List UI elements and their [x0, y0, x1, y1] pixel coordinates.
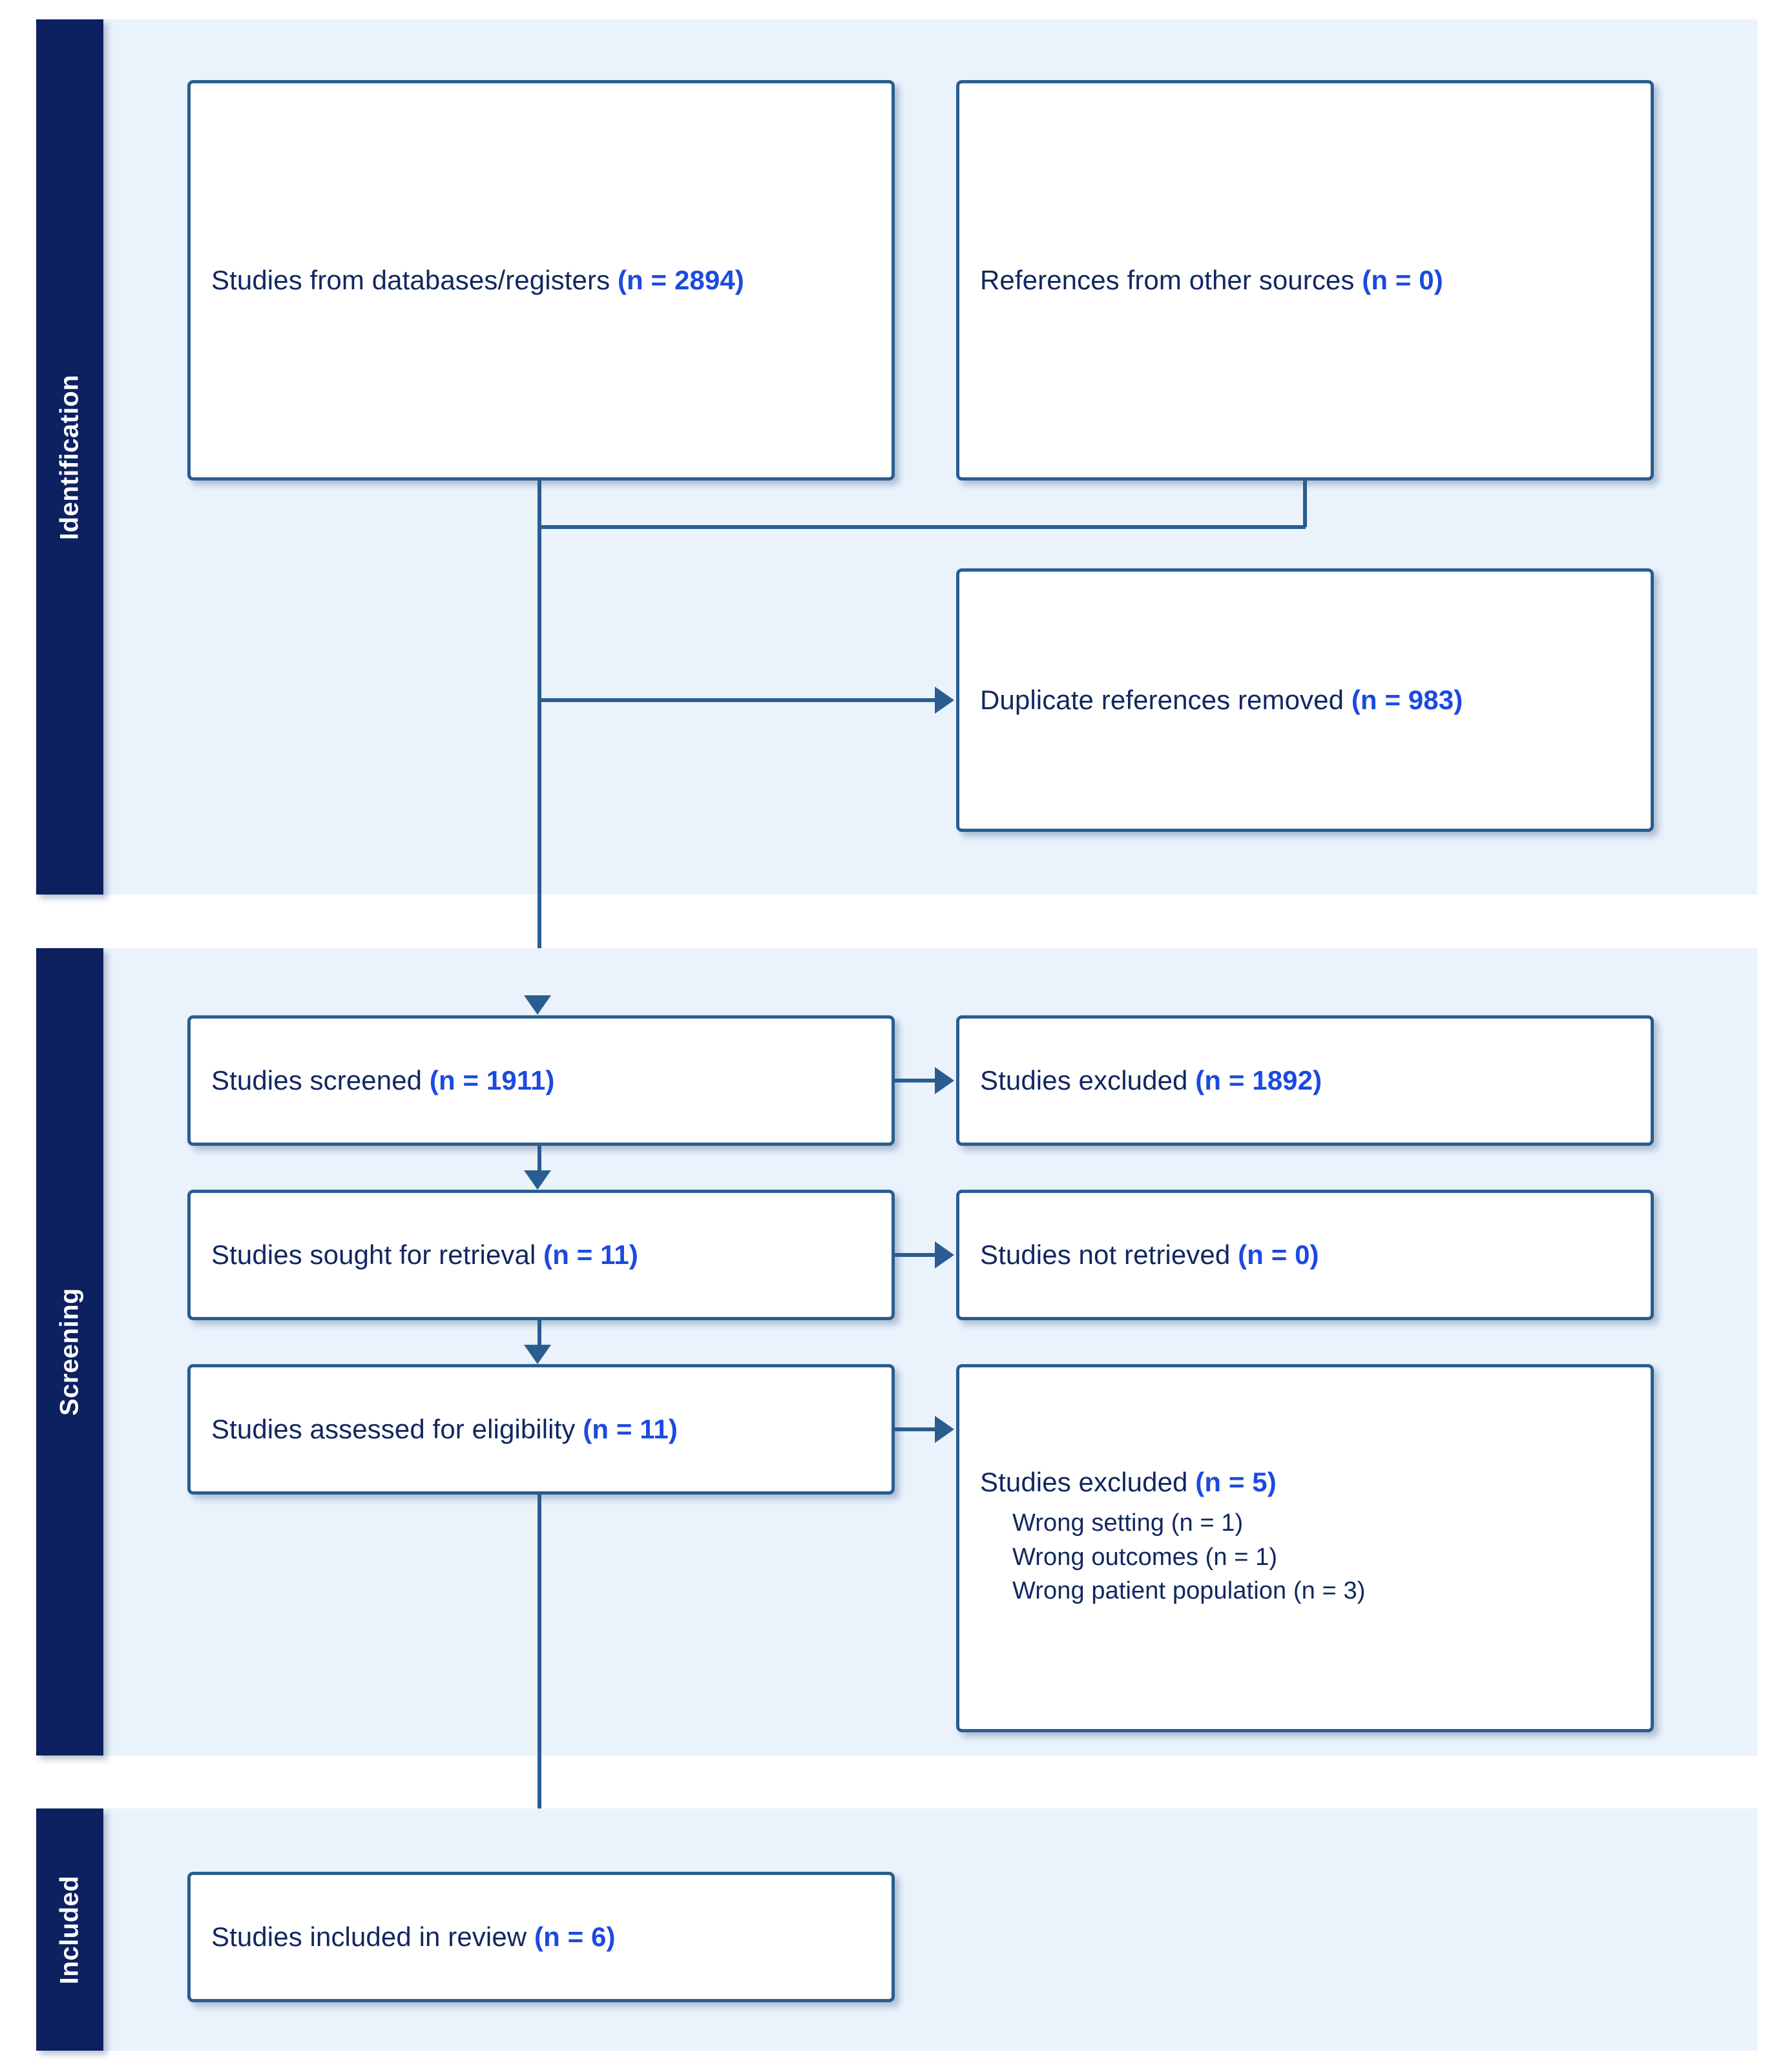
- node-databases-label: Studies from databases/registers: [211, 265, 618, 296]
- node-databases-count: (n = 2894): [617, 265, 744, 296]
- node-sought-retrieval-label: Studies sought for retrieval: [211, 1239, 544, 1270]
- node-excluded-eligibility[interactable]: Studies excluded (n = 5) Wrong setting (…: [956, 1364, 1654, 1732]
- connector-other-sources-down: [1303, 481, 1307, 527]
- node-duplicates-removed-count: (n = 983): [1351, 685, 1463, 716]
- node-excluded-screening-label: Studies excluded: [980, 1065, 1196, 1096]
- exclusion-reason-item: Wrong outcomes (n = 1): [1012, 1543, 1278, 1571]
- connector-screened-to-excluded: [895, 1079, 935, 1083]
- node-screened[interactable]: Studies screened (n = 1911): [187, 1015, 895, 1146]
- node-included-review-text: Studies included in review (n = 6): [191, 1919, 631, 1954]
- node-screened-count: (n = 1911): [429, 1065, 555, 1096]
- node-excluded-screening-count: (n = 1892): [1195, 1065, 1322, 1096]
- sidebar-identification: Identification: [36, 19, 103, 895]
- arrowhead-to-duplicates: [935, 687, 954, 714]
- node-duplicates-removed[interactable]: Duplicate references removed (n = 983): [956, 568, 1654, 832]
- node-assessed-eligibility-label: Studies assessed for eligibility: [211, 1414, 583, 1445]
- node-assessed-eligibility-text: Studies assessed for eligibility (n = 11…: [191, 1411, 693, 1447]
- connector-screened-to-sought: [538, 1146, 541, 1173]
- node-sought-retrieval-count: (n = 11): [543, 1239, 638, 1270]
- node-excluded-eligibility-count: (n = 5): [1195, 1467, 1277, 1497]
- node-sought-retrieval[interactable]: Studies sought for retrieval (n = 11): [187, 1190, 895, 1320]
- connector-sought-to-not-retrieved: [895, 1253, 935, 1257]
- connector-assessed-to-included: [538, 1495, 541, 1854]
- connector-merge-bar: [538, 525, 1306, 529]
- node-other-sources-label: References from other sources: [980, 265, 1362, 296]
- node-assessed-eligibility-count: (n = 11): [583, 1414, 678, 1445]
- node-other-sources[interactable]: References from other sources (n = 0): [956, 80, 1654, 481]
- connector-to-duplicates: [538, 698, 935, 702]
- node-other-sources-text: References from other sources (n = 0): [959, 262, 1459, 298]
- node-included-review[interactable]: Studies included in review (n = 6): [187, 1872, 895, 2002]
- node-excluded-eligibility-heading: Studies excluded (n = 5): [980, 1464, 1365, 1500]
- node-not-retrieved-text: Studies not retrieved (n = 0): [959, 1237, 1335, 1272]
- node-screened-text: Studies screened (n = 1911): [191, 1062, 570, 1098]
- sidebar-screening-label: Screening: [55, 1288, 84, 1416]
- arrowhead-assessed-to-excluded: [935, 1416, 954, 1443]
- exclusion-reason-item: Wrong setting (n = 1): [1012, 1509, 1244, 1537]
- node-other-sources-count: (n = 0): [1362, 265, 1443, 296]
- connector-assessed-to-excluded: [895, 1427, 935, 1431]
- sidebar-screening: Screening: [36, 948, 103, 1756]
- arrowhead-to-sought: [524, 1170, 551, 1190]
- connector-sought-to-assessed: [538, 1320, 541, 1347]
- node-screened-label: Studies screened: [211, 1065, 430, 1096]
- node-excluded-screening-text: Studies excluded (n = 1892): [959, 1062, 1337, 1098]
- node-not-retrieved[interactable]: Studies not retrieved (n = 0): [956, 1190, 1654, 1320]
- node-databases[interactable]: Studies from databases/registers (n = 28…: [187, 80, 895, 481]
- arrowhead-to-screened: [524, 995, 551, 1015]
- node-excluded-screening[interactable]: Studies excluded (n = 1892): [956, 1015, 1654, 1146]
- node-included-review-count: (n = 6): [534, 1922, 616, 1953]
- node-included-review-label: Studies included in review: [211, 1922, 534, 1953]
- sidebar-included: Included: [36, 1808, 103, 2051]
- arrowhead-screened-to-excluded: [935, 1067, 954, 1094]
- connector-merge-down: [538, 525, 541, 995]
- arrowhead-sought-to-not-retrieved: [935, 1241, 954, 1269]
- node-databases-text: Studies from databases/registers (n = 28…: [191, 262, 760, 298]
- node-not-retrieved-label: Studies not retrieved: [980, 1239, 1238, 1270]
- node-excluded-eligibility-label: Studies excluded: [980, 1467, 1196, 1497]
- node-sought-retrieval-text: Studies sought for retrieval (n = 11): [191, 1237, 654, 1272]
- connector-databases-down: [538, 481, 541, 527]
- arrowhead-to-assessed: [524, 1345, 551, 1364]
- node-excluded-eligibility-text: Studies excluded (n = 5) Wrong setting (…: [959, 1367, 1381, 1608]
- sidebar-included-label: Included: [55, 1875, 84, 1984]
- exclusion-reason-item: Wrong patient population (n = 3): [1012, 1577, 1366, 1605]
- node-not-retrieved-count: (n = 0): [1238, 1239, 1319, 1270]
- exclusion-reason-list: Wrong setting (n = 1) Wrong outcomes (n …: [980, 1506, 1365, 1608]
- node-assessed-eligibility[interactable]: Studies assessed for eligibility (n = 11…: [187, 1364, 895, 1495]
- node-duplicates-removed-text: Duplicate references removed (n = 983): [959, 682, 1478, 718]
- node-duplicates-removed-label: Duplicate references removed: [980, 685, 1352, 716]
- sidebar-identification-label: Identification: [55, 374, 84, 540]
